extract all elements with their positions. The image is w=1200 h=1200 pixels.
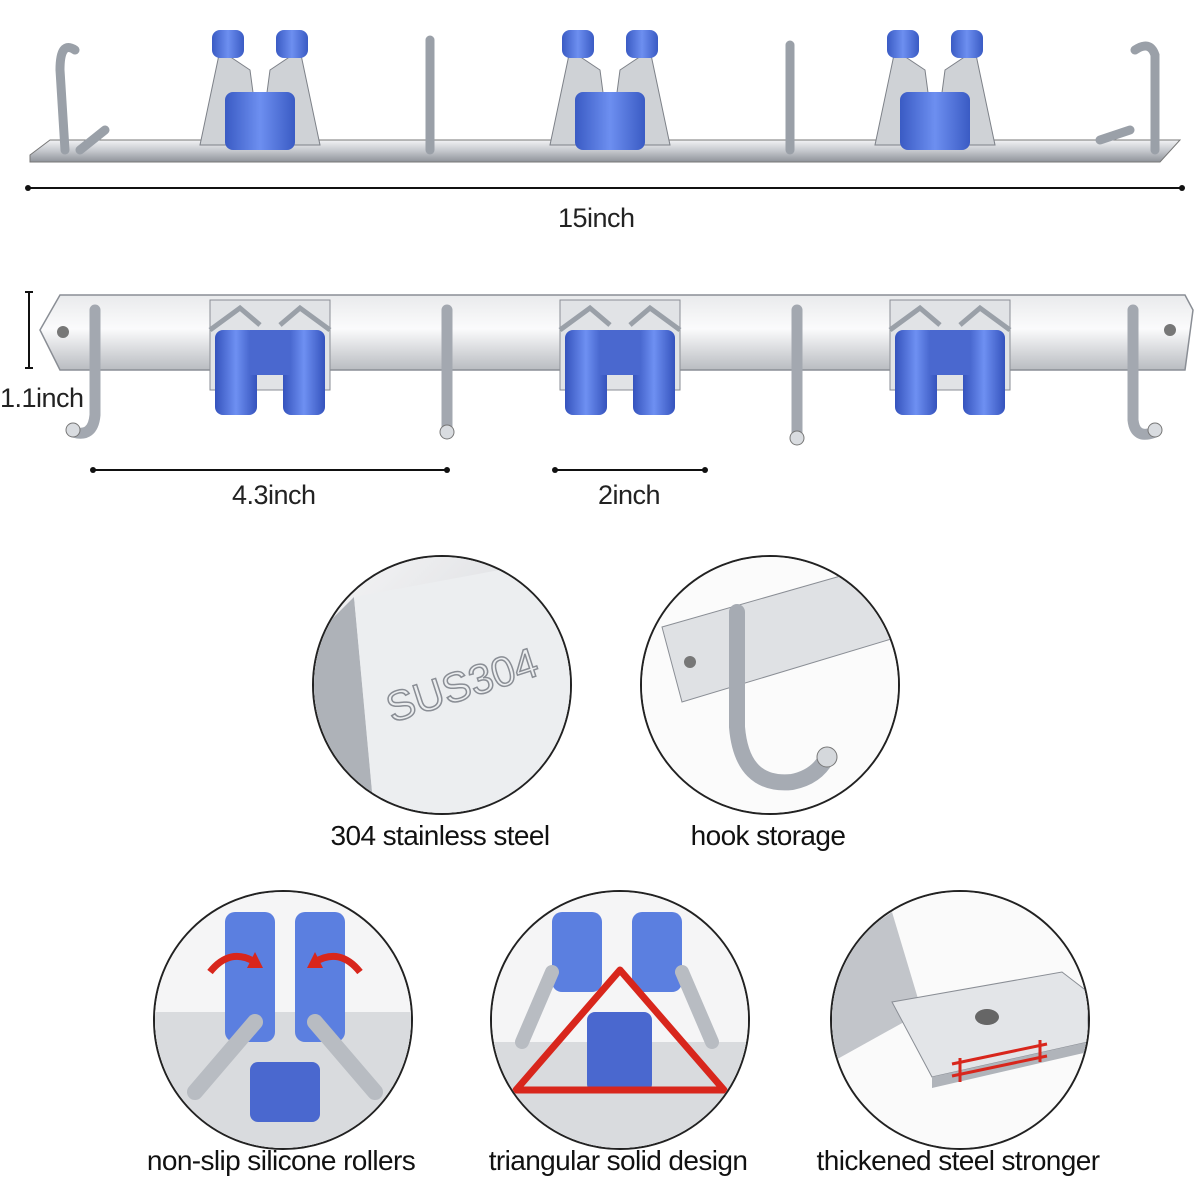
hook-spacing-label: 4.3inch: [232, 480, 316, 510]
length-dimension-line: [25, 183, 1185, 193]
feature-caption-thickness: thickened steel stronger: [816, 1145, 1100, 1176]
steel-closeup-circle: SUS304: [312, 555, 572, 815]
height-label: 1.1inch: [0, 383, 84, 414]
hook-spacing-line: [90, 465, 450, 475]
hook-closeup-circle: [640, 555, 900, 815]
height-dimension-line: [25, 290, 33, 370]
rack-front-view: [35, 290, 1195, 460]
triangle-closeup-circle: [490, 890, 750, 1150]
feature-caption-hook: hook storage: [690, 820, 846, 851]
length-label: 15inch: [558, 203, 635, 233]
feature-caption-steel: 304 stainless steel: [330, 820, 551, 851]
holder-width-label: 2inch: [598, 480, 661, 510]
feature-caption-rollers: non-slip silicone rollers: [146, 1145, 416, 1176]
rollers-closeup-circle: [153, 890, 413, 1150]
rack-top-view: [20, 10, 1190, 170]
feature-caption-triangle: triangular solid design: [488, 1145, 748, 1176]
holder-width-line: [552, 465, 708, 475]
thickness-closeup-circle: [830, 890, 1090, 1150]
